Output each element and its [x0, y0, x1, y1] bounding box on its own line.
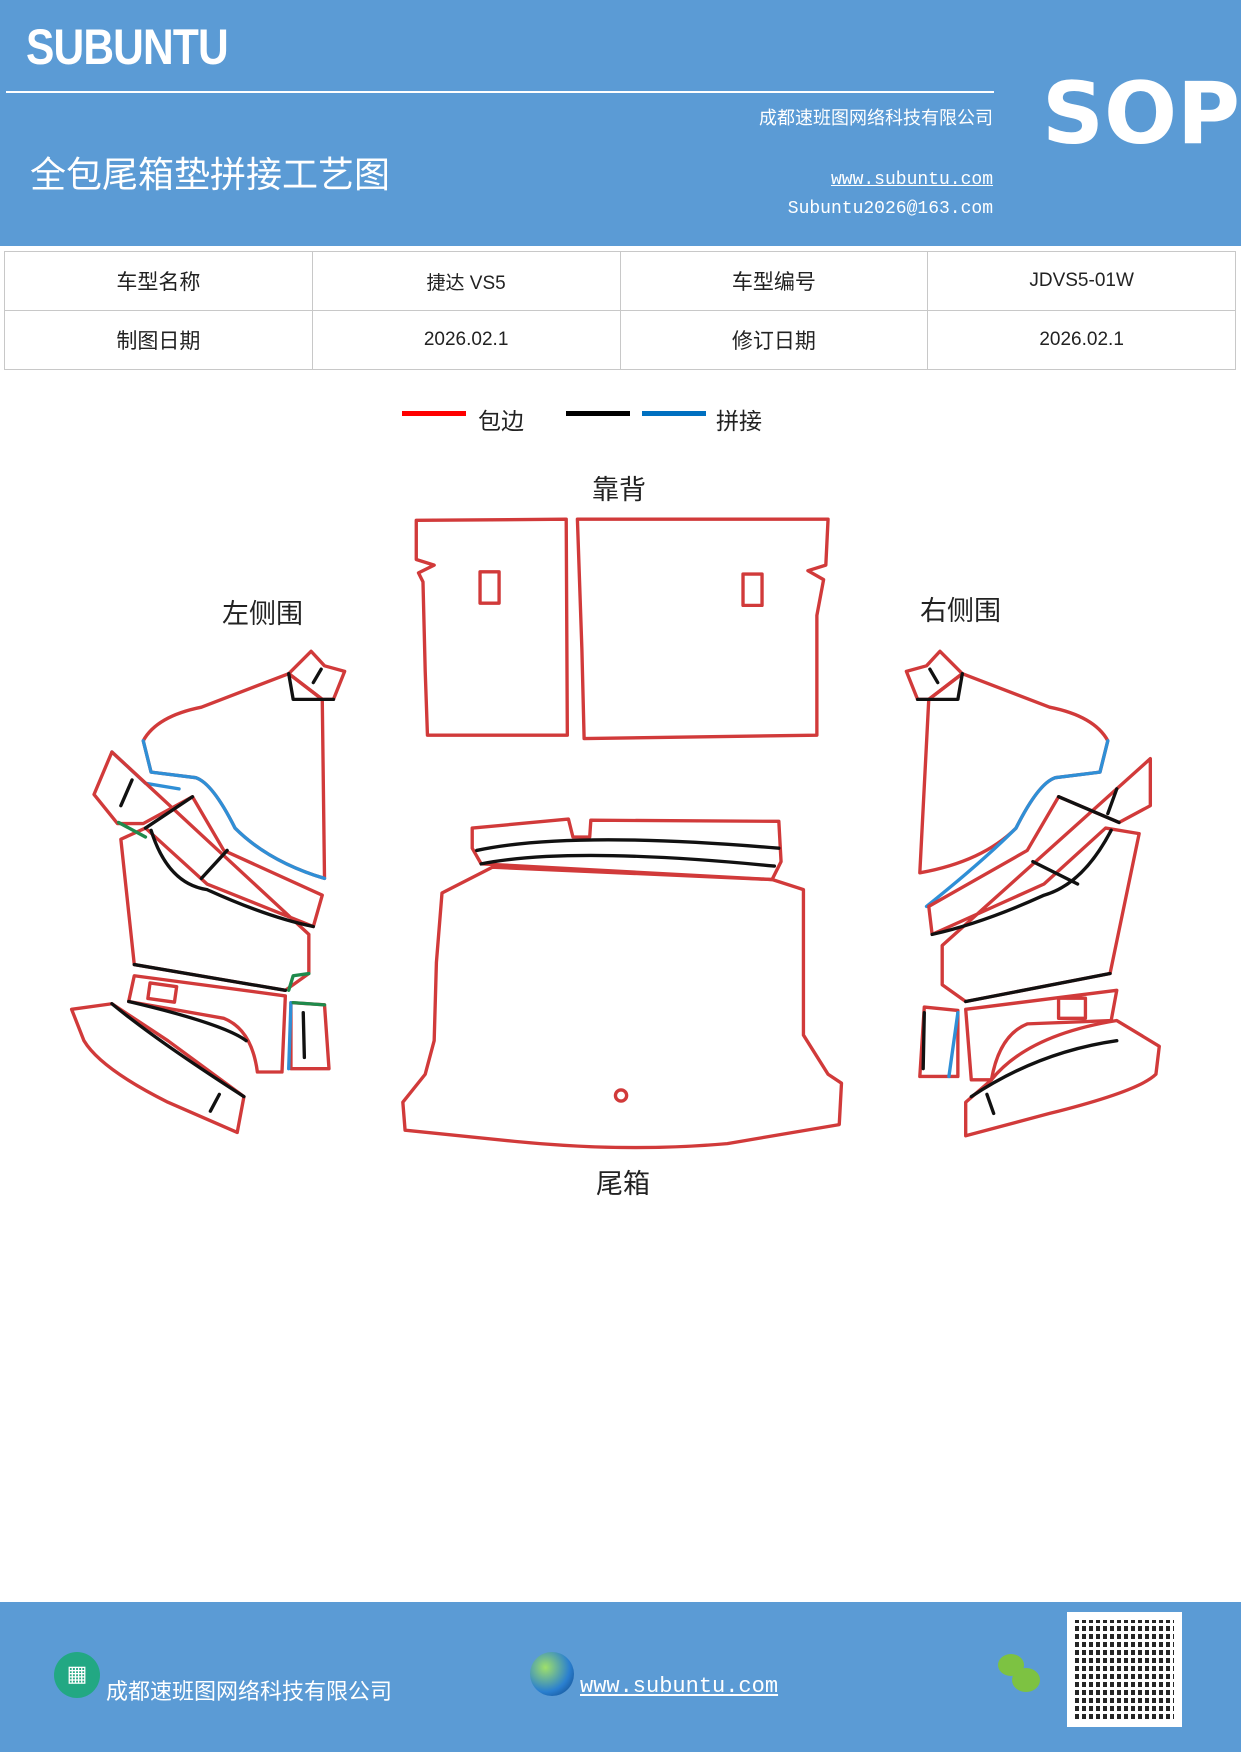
left-insert-seam	[301, 1011, 307, 1060]
label-revise-date: 修订日期	[619, 310, 929, 370]
value-draw-date: 2026.02.1	[311, 310, 621, 370]
company-name: 成都速班图网络科技有限公司	[759, 108, 993, 129]
back-hole-left	[478, 570, 501, 605]
trunk-seam	[475, 838, 781, 868]
page-title: 全包尾箱垫拼接工艺图	[30, 155, 391, 196]
left-insert	[289, 1000, 331, 1071]
left-green	[116, 820, 327, 1007]
building-icon: ▦	[54, 1652, 100, 1698]
legend-label-edge: 包边	[478, 409, 524, 435]
right-bottom	[964, 1018, 1161, 1138]
back-panel-left	[414, 517, 570, 737]
right-insert	[918, 1005, 960, 1079]
footer: ▦ 成都速班图网络科技有限公司 www.subuntu.com	[0, 1602, 1241, 1752]
right-lower	[964, 988, 1119, 1082]
label-right-side: 右侧围	[920, 596, 1001, 627]
trunk-hole	[613, 1088, 629, 1103]
back-hole-right	[741, 572, 764, 608]
left-side-mid	[92, 750, 324, 992]
left-seams	[119, 778, 315, 992]
label-back: 靠背	[592, 475, 646, 506]
value-model-name: 捷达 VS5	[311, 251, 621, 311]
footer-website[interactable]: www.subuntu.com	[580, 1674, 779, 1699]
right-seams	[930, 787, 1121, 1004]
back-panel-right	[575, 517, 830, 741]
left-bottom	[69, 1002, 246, 1135]
right-insert-seam	[921, 1011, 926, 1071]
table-row: 制图日期 2026.02.1 修订日期 2026.02.1	[4, 310, 1236, 370]
label-left-side: 左侧围	[222, 599, 303, 630]
left-lower	[127, 974, 288, 1074]
logo: SUBUNTU	[26, 19, 229, 75]
right-tip-seam	[915, 667, 965, 702]
value-revise-date: 2026.02.1	[927, 310, 1236, 370]
footer-company: 成都速班图网络科技有限公司	[106, 1680, 393, 1705]
qr-code	[1067, 1612, 1182, 1727]
legend-swatch-seam	[566, 411, 630, 416]
left-insert-splice	[287, 1000, 293, 1071]
website-link[interactable]: www.subuntu.com	[830, 170, 993, 190]
left-tip-seam	[287, 667, 336, 702]
divider	[6, 91, 994, 93]
right-bottom-seam	[969, 1038, 1119, 1116]
trunk-floor	[401, 865, 844, 1150]
sop-badge: SOP	[1042, 64, 1241, 164]
info-table: 车型名称 捷达 VS5 车型编号 JDVS5-01W 制图日期 2026.02.…	[4, 251, 1236, 370]
trunk-top-strip	[470, 817, 783, 882]
email: Subuntu2026@163.com	[787, 199, 993, 219]
right-lower-hole	[1056, 996, 1088, 1020]
label-model-code: 车型编号	[619, 251, 929, 311]
legend-label-splice: 拼接	[716, 409, 762, 435]
left-bottom-seam	[110, 999, 248, 1113]
label-draw-date: 制图日期	[4, 310, 313, 370]
right-side-mid	[927, 757, 1153, 1004]
label-model-name: 车型名称	[4, 251, 313, 311]
right-splice	[924, 739, 1110, 909]
legend-swatch-splice	[642, 411, 706, 416]
label-trunk: 尾箱	[596, 1169, 650, 1200]
header: SUBUNTU 成都速班图网络科技有限公司 全包尾箱垫拼接工艺图 www.sub…	[0, 0, 1241, 246]
left-lower-hole	[146, 981, 179, 1004]
legend-swatch-edge	[402, 411, 466, 416]
right-insert-splice	[947, 1011, 960, 1079]
globe-icon	[530, 1652, 574, 1696]
wechat-icon	[998, 1654, 1042, 1694]
